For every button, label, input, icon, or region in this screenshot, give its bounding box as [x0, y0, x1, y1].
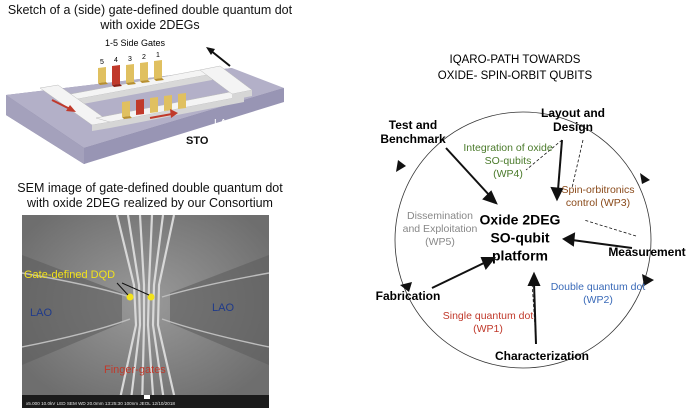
center-line2: SO-qubit	[490, 230, 549, 246]
sketch-title: Sketch of a (side) gate-defined double q…	[0, 3, 300, 33]
node-characterization: Characterization	[495, 349, 589, 363]
cycle-circle	[394, 111, 652, 369]
node-test-line1: Test and	[389, 118, 437, 132]
wp3-line1: Spin-orbitronics	[562, 184, 635, 196]
side-gates-label: 1-5 Side Gates	[105, 38, 166, 48]
wp1-line1: Single quantum dot	[443, 310, 534, 322]
roadmap-diagram: IQARO-PATH TOWARDS OXIDE- SPIN-ORBIT QUB…	[376, 54, 686, 369]
dqd-pointer-1	[116, 282, 129, 296]
wp3-line2: control (WP3)	[566, 197, 630, 209]
sem-info-bar	[22, 395, 269, 408]
sto-substrate-label: STO	[186, 135, 209, 147]
sem-right-region	[170, 255, 269, 365]
bottom-gates	[122, 93, 186, 119]
lao-layer-label: LAO, AlO2	[214, 117, 262, 131]
wp5-line2: and Exploitation	[403, 223, 478, 235]
node-layout-line2: Design	[553, 120, 593, 134]
sem-dot-right	[147, 293, 155, 301]
wp4-line3: (WP4)	[493, 168, 523, 180]
sem-lao-left: LAO	[30, 307, 52, 319]
device-sketch: 5 4 3 2 1 1-5 Side Gates LAO, AlO2 STO	[6, 38, 284, 164]
wp2-line1: Double quantum dot	[551, 281, 646, 293]
dqd-pointer-2	[121, 282, 150, 296]
sem-outer-lines	[22, 272, 269, 348]
sem-dot-left	[126, 293, 134, 301]
roadmap-title-line1: IQARO-PATH TOWARDS	[450, 54, 581, 66]
substrate-left-edge	[6, 95, 84, 164]
sem-image: Gate-defined DQD LAO LAO Finger-gates x5…	[22, 215, 269, 408]
finger-gates-label: Finger-gates	[104, 364, 166, 376]
oxide-bars	[39, 65, 253, 131]
dashed-arrows	[525, 139, 637, 343]
wp2-line2: (WP2)	[583, 294, 613, 306]
sketch-title-line1: Sketch of a (side) gate-defined double q…	[7, 3, 293, 17]
sem-finger-gates	[115, 215, 179, 408]
node-measurement: Measurement	[608, 245, 685, 259]
sem-left-region	[22, 255, 122, 365]
wp1-line2: (WP1)	[473, 323, 503, 335]
wp4-line2: SO-qubits	[485, 155, 532, 167]
wp4-line1: Integration of oxide	[463, 142, 552, 154]
sem-footer-text: x5.000 10.0kV LED SEM WD 20.0mm 13:25:30…	[26, 401, 175, 406]
gate-number-4: 4	[114, 57, 118, 64]
sem-title-line1: SEM image of gate-defined double quantum…	[17, 181, 283, 195]
sketch-title-line2: with oxide 2DEGs	[100, 18, 200, 32]
gate-number-1: 1	[156, 52, 160, 59]
node-fabrication: Fabrication	[376, 289, 441, 303]
sem-title-line2: with oxide 2DEG realized by our Consorti…	[27, 196, 273, 210]
roadmap-title-line2: OXIDE- SPIN-ORBIT QUBITS	[438, 70, 593, 82]
sem-title: SEM image of gate-defined double quantum…	[0, 181, 300, 211]
cycle-arrowheads	[396, 160, 654, 292]
gate-number-5: 5	[100, 59, 104, 66]
center-line1: Oxide 2DEG	[480, 212, 561, 228]
substrate-top	[6, 68, 284, 148]
sem-scale-bar	[144, 395, 150, 399]
substrate-front-edge	[84, 88, 284, 164]
dqd-label: Gate-defined DQD	[24, 269, 115, 281]
node-test-line2: Benchmark	[380, 132, 446, 146]
gate-number-2: 2	[142, 54, 146, 61]
node-layout-line1: Layout and	[541, 106, 605, 120]
wp5-line3: (WP5)	[425, 236, 455, 248]
wp5-line1: Dissemination	[407, 210, 473, 222]
center-arrows	[431, 139, 633, 345]
sem-lao-right: LAO	[212, 302, 234, 314]
top-gates	[98, 60, 164, 87]
current-arrows	[51, 47, 231, 119]
center-line3: platform	[492, 248, 548, 264]
gate-number-3: 3	[128, 56, 132, 63]
